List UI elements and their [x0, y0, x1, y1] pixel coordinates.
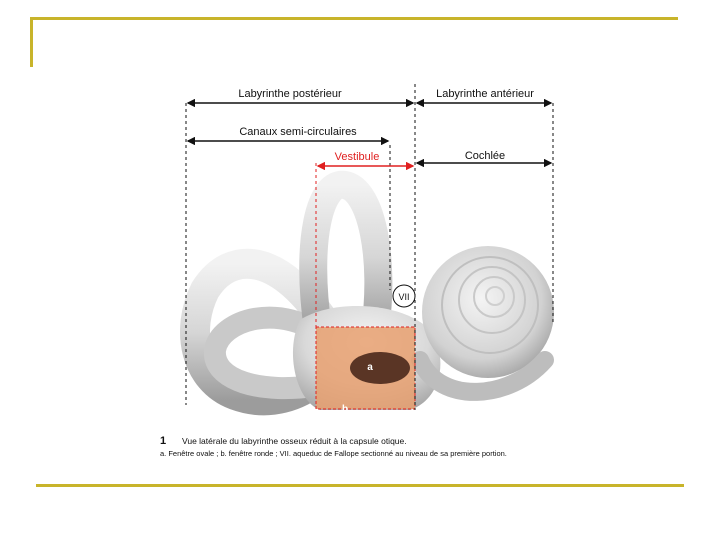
frame-bottom-line [36, 484, 684, 487]
caption-title: Vue latérale du labyrinthe osseux réduit… [182, 436, 407, 446]
oval-window [350, 352, 410, 384]
frame-top-line [30, 17, 678, 20]
lateral-semicircular-canal [204, 306, 341, 399]
caption-number: 1 [160, 435, 167, 447]
label-cochlea: Cochlée [465, 150, 505, 162]
cochlea-shape [411, 246, 554, 401]
superior-semicircular-canal [299, 170, 393, 344]
label-marker-a: a [367, 362, 373, 373]
label-marker-b: b [342, 404, 348, 415]
caption-title-line: 1 Vue latérale du labyrinthe osseux rédui… [160, 436, 600, 447]
label-anterior: Labyrinthe antérieur [436, 88, 534, 100]
label-nerve: VII [398, 292, 409, 302]
figure-caption: 1 Vue latérale du labyrinthe osseux rédui… [160, 436, 600, 459]
label-canals: Canaux semi-circulaires [239, 126, 357, 138]
label-posterior: Labyrinthe postérieur [238, 88, 342, 100]
posterior-semicircular-canal [180, 248, 345, 416]
label-vestibule: Vestibule [335, 151, 380, 163]
frame-left-line [30, 17, 33, 67]
caption-legend: a. Fenêtre ovale ; b. fenêtre ronde ; VI… [160, 449, 507, 458]
nerve-marker [392, 284, 416, 308]
